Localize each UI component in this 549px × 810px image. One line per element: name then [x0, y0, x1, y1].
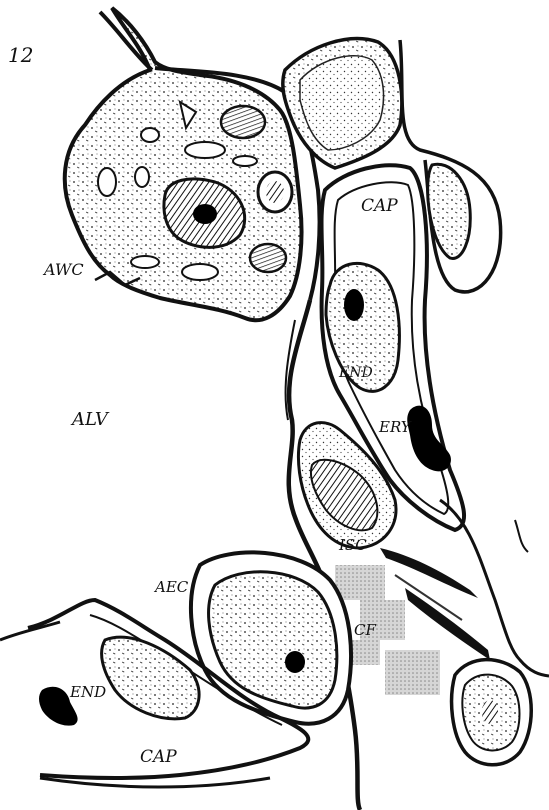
upper-epithelial-cell	[283, 39, 402, 168]
label-ery: ERY	[378, 418, 413, 436]
label-isc: ISC	[338, 536, 367, 554]
alveolar-epithelial-cell	[191, 552, 351, 723]
label-cap-top: CAP	[361, 196, 398, 216]
figure-number: 12	[8, 43, 33, 67]
label-end-top: END	[338, 365, 373, 381]
label-awc: AWC	[42, 260, 84, 279]
label-alv: ALV	[70, 409, 110, 430]
label-cap-bottom: CAP	[140, 747, 177, 767]
label-end-bottom: END	[69, 683, 106, 701]
label-aec: AEC	[153, 578, 189, 596]
label-cf: CF	[354, 621, 376, 639]
lower-right-cell	[452, 660, 532, 765]
alveolar-wall-cell	[65, 8, 302, 320]
